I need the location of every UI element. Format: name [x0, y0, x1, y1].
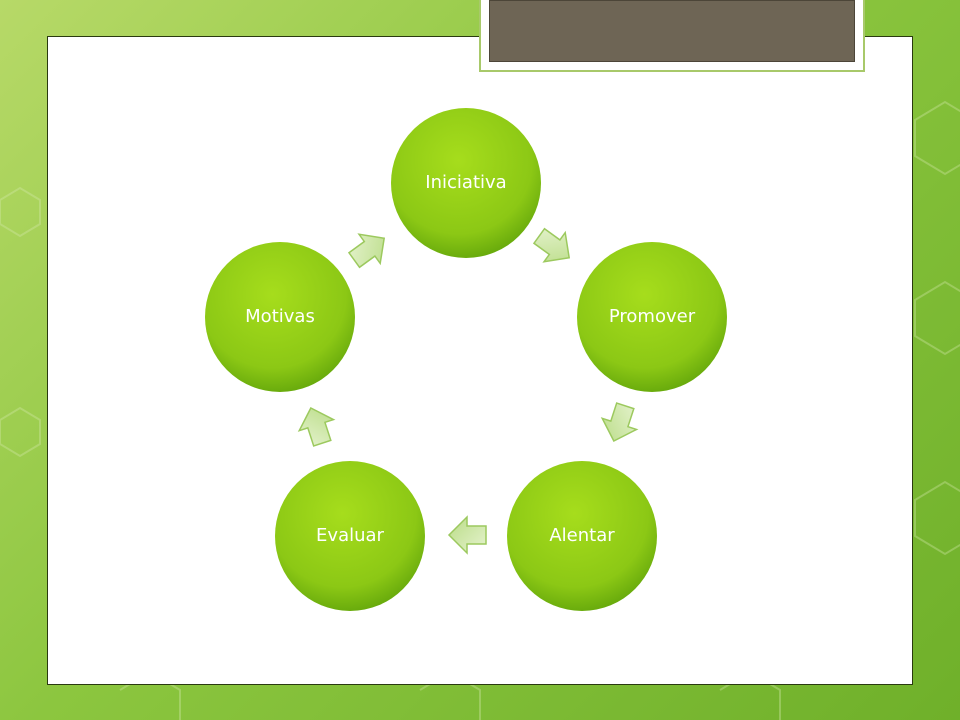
title-placeholder [489, 0, 855, 62]
arrow-promover-to-alentar [600, 402, 639, 443]
node-label-promover: Promover [609, 306, 696, 327]
node-iniciativa: Iniciativa [391, 108, 541, 258]
arrow-evaluar-to-motivas [297, 406, 336, 447]
node-label-evaluar: Evaluar [316, 525, 384, 546]
node-alentar: Alentar [507, 461, 657, 611]
arrow-motivas-to-iniciativa [347, 233, 386, 269]
node-promover: Promover [577, 242, 727, 392]
node-motivas: Motivas [205, 242, 355, 392]
node-label-motivas: Motivas [245, 306, 315, 327]
arrow-alentar-to-evaluar [447, 515, 487, 555]
node-label-alentar: Alentar [549, 525, 615, 546]
node-evaluar: Evaluar [275, 461, 425, 611]
node-label-iniciativa: Iniciativa [425, 172, 506, 193]
arrow-iniciativa-to-promover [532, 227, 571, 263]
title-placeholder-frame [479, 0, 865, 72]
